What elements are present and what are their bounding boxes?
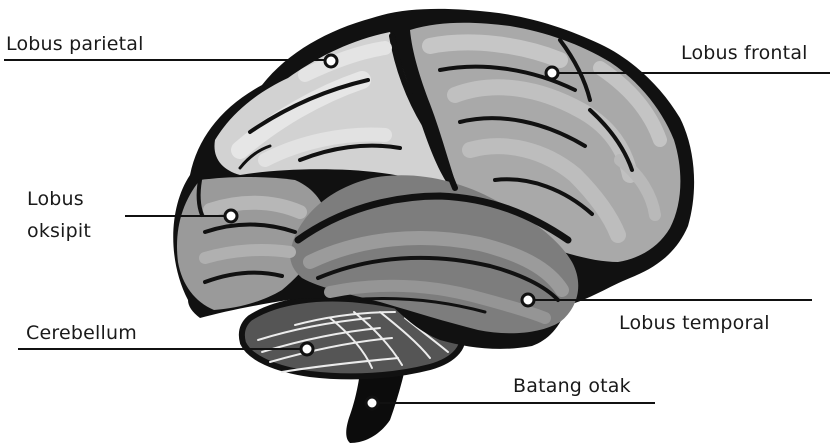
label-cerebellum: Cerebellum: [26, 322, 137, 346]
marker-temporal: [522, 294, 534, 306]
marker-brainstem: [366, 397, 378, 409]
marker-frontal: [546, 67, 558, 79]
label-occipital-lobe-line2: oksipit: [27, 220, 91, 244]
label-parietal-lobe: Lobus parietal: [6, 33, 144, 57]
label-occipital-lobe-line1: Lobus: [27, 188, 84, 212]
marker-cerebellum: [301, 343, 313, 355]
label-brainstem: Batang otak: [513, 375, 631, 399]
label-frontal-lobe: Lobus frontal: [681, 42, 808, 66]
marker-parietal: [325, 55, 337, 67]
marker-occipital: [225, 210, 237, 222]
label-temporal-lobe: Lobus temporal: [619, 312, 770, 336]
